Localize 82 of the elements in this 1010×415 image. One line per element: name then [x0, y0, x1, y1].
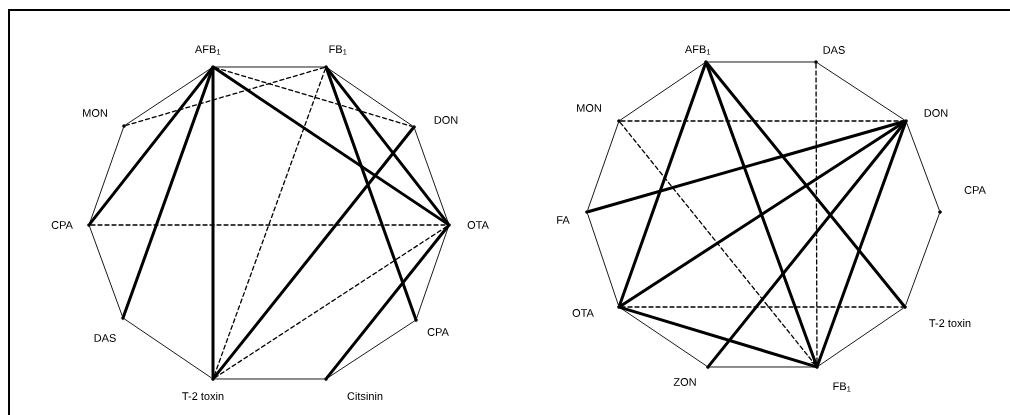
- connector-line: [818, 307, 904, 367]
- vertex-label: MON: [83, 109, 107, 117]
- vertex: [617, 305, 621, 309]
- connector-line: [619, 120, 906, 308]
- vertex-label: Citsinin: [347, 391, 383, 401]
- connector-line: [618, 62, 707, 307]
- connector-line: [619, 306, 817, 368]
- vertex-label: T-2 toxin: [182, 391, 224, 401]
- connector-line: [214, 225, 448, 379]
- connector-line: [212, 127, 415, 379]
- connector-line: [325, 67, 417, 320]
- vertex-label: DON: [434, 116, 458, 124]
- connector-line: [620, 306, 904, 308]
- connector-line: [620, 307, 707, 367]
- vertex-label: OTA: [467, 221, 489, 229]
- connector-line: [905, 213, 940, 306]
- vertex: [324, 65, 328, 69]
- connector-line: [327, 320, 415, 379]
- connector-line: [587, 213, 619, 306]
- vertex: [704, 60, 708, 64]
- connector-line: [214, 378, 325, 380]
- vertex-label: AFB$_{1}$: [194, 45, 221, 55]
- vertex-label: DON: [924, 109, 948, 117]
- vertex-label: ZON: [673, 378, 696, 386]
- vertex: [122, 124, 126, 128]
- connector-line: [587, 120, 906, 213]
- vertex: [706, 365, 710, 369]
- connector-line: [213, 68, 326, 378]
- connector-line: [211, 67, 215, 379]
- vertex: [414, 318, 418, 322]
- vertex-label: MON: [577, 104, 601, 112]
- vertex: [447, 223, 451, 227]
- vertex-label: CPA: [427, 328, 449, 336]
- vertex: [211, 65, 215, 69]
- connector-line: [816, 121, 907, 367]
- connector-line: [124, 318, 212, 379]
- connector-line: [325, 225, 450, 379]
- vertex-label: AFB$_{1}$: [684, 45, 711, 55]
- connector-line: [587, 122, 619, 211]
- vertex-label: DAS: [94, 334, 116, 342]
- connector-line: [705, 62, 906, 307]
- vertex: [87, 223, 91, 227]
- connector-line: [906, 122, 940, 211]
- connector-line: [88, 67, 214, 225]
- connector-line: [327, 67, 413, 127]
- connector-line: [620, 120, 905, 122]
- connector-line: [416, 226, 449, 319]
- connector-line: [707, 61, 815, 63]
- connector-line: [214, 66, 325, 68]
- connector-line: [89, 226, 123, 317]
- connector-line: [414, 128, 449, 224]
- connector-line: [325, 67, 450, 225]
- vertex-label: DAS: [823, 46, 845, 54]
- vertex: [121, 316, 125, 320]
- vertex: [938, 210, 942, 214]
- connector-line: [90, 224, 448, 226]
- vertex-label: FB$_{1}$: [833, 382, 851, 392]
- vertex-label: FA: [557, 216, 570, 224]
- vertex: [814, 60, 818, 64]
- vertex: [211, 377, 215, 381]
- connector-line: [620, 62, 705, 121]
- vertex: [617, 119, 621, 123]
- connector-line: [125, 67, 212, 126]
- connector-line: [214, 66, 413, 128]
- vertex-label: OTA: [572, 309, 594, 317]
- vertex-label: CPA: [51, 221, 73, 229]
- vertex-label: FB$_{1}$: [329, 45, 347, 55]
- connector-line: [89, 127, 124, 224]
- connector-line: [709, 366, 816, 368]
- vertex-label: CPA: [964, 186, 986, 194]
- vertex: [903, 305, 907, 309]
- connector-line: [705, 62, 818, 367]
- vertex: [324, 377, 328, 381]
- vertex: [412, 125, 416, 129]
- connector-line: [817, 62, 905, 121]
- vertex: [585, 210, 589, 214]
- vertex: [815, 365, 819, 369]
- connector-line: [125, 66, 325, 127]
- vertex-label: T-2 toxin: [929, 318, 971, 328]
- connector-line: [707, 121, 907, 367]
- connector-line: [213, 66, 449, 226]
- vertex: [904, 119, 908, 123]
